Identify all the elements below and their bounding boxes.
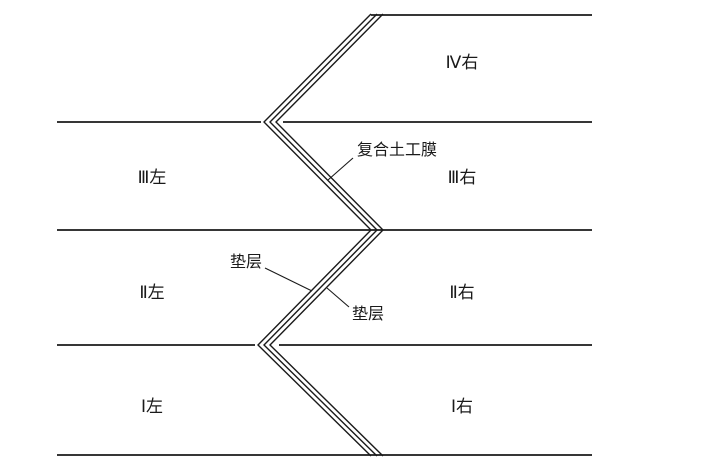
cushion-lower-leader-line <box>326 287 350 308</box>
cushion-upper-leader-line <box>264 267 313 292</box>
zone-label-ii-right: Ⅱ右 <box>449 283 474 302</box>
cushion-upper-zigzag-line <box>257 13 372 457</box>
geomembrane-leader-line <box>327 157 354 181</box>
zone-label-i-left: Ⅰ左 <box>141 397 163 416</box>
geomembrane-zigzag-line <box>263 13 378 457</box>
zone-label-iv-right: Ⅳ右 <box>446 53 479 72</box>
geomembrane-label: 复合土工膜 <box>357 141 437 159</box>
zone-label-ii-left: Ⅱ左 <box>139 283 164 302</box>
zone-label-iii-left: Ⅲ左 <box>138 168 167 187</box>
cushion-lower-zigzag-line <box>269 13 384 457</box>
zone-label-i-right: Ⅰ右 <box>451 397 473 416</box>
cushion-upper-label: 垫层 <box>230 253 262 271</box>
cushion-lower-label: 垫层 <box>352 305 384 323</box>
zone-label-iii-right: Ⅲ右 <box>448 168 477 187</box>
